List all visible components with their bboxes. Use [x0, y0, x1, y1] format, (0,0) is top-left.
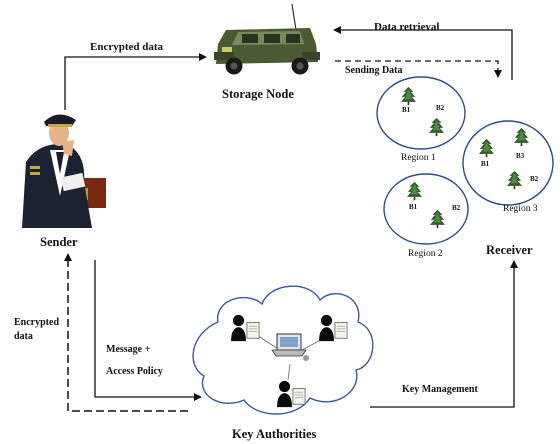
region-2-label: Region 2	[408, 249, 443, 259]
edge-sender-to-storage	[64, 53, 207, 110]
edge-label-message-line1: Message +	[106, 344, 151, 355]
storage-node-label: Storage Node	[222, 87, 294, 101]
edge-label-sending-data: Sending Data	[345, 65, 403, 76]
edge-encrypted-data-to-sender	[64, 253, 188, 412]
region-3-building-b2: B2	[530, 175, 539, 183]
region-2-b1-tree-icon	[407, 181, 422, 201]
receiver-label: Receiver	[486, 243, 533, 257]
edge-sending-data	[335, 60, 502, 78]
region-1-building-b1: B1	[402, 106, 411, 114]
region-2-building-b2: B2	[452, 204, 461, 212]
region-2-ellipse	[383, 173, 469, 245]
region-1-b1-tree-icon	[401, 86, 416, 106]
sender-person-icon	[22, 114, 106, 228]
storage-node-vehicle-icon	[214, 3, 320, 75]
region-3-ellipse	[462, 120, 554, 206]
region-3-label: Region 3	[503, 204, 538, 214]
region-3-b2-tree-icon	[507, 170, 522, 190]
edge-label-encrypted-data: Encrypted data	[90, 41, 164, 53]
region-1-label: Region 1	[401, 153, 436, 163]
sender-label: Sender	[40, 235, 78, 249]
region-3-b1-tree-icon	[479, 138, 494, 158]
key-authorities-label: Key Authorities	[232, 427, 317, 441]
laptop-icon	[271, 333, 309, 361]
region-1-ellipse	[376, 76, 466, 150]
region-3-b3-tree-icon	[514, 127, 529, 147]
region-3-building-b3: B3	[516, 152, 525, 160]
edge-message-access-policy	[94, 260, 202, 401]
edge-label-encrypted-line1: Encrypted	[14, 317, 59, 328]
edge-label-data-retrieval: Data retrieval	[374, 21, 440, 33]
edge-label-message-line2: Access Policy	[106, 366, 163, 377]
edge-label-key-management: Key Management	[402, 384, 478, 395]
region-3-building-b1: B1	[481, 160, 490, 168]
region-2-b2-tree-icon	[430, 209, 445, 229]
region-2-building-b1: B1	[409, 203, 418, 211]
edge-key-management	[370, 260, 518, 408]
region-1-b2-tree-icon	[429, 117, 444, 137]
edge-storage-to-receiver	[333, 26, 513, 80]
edge-label-encrypted-line2: data	[14, 331, 33, 342]
region-1-building-b2: B2	[436, 104, 445, 112]
